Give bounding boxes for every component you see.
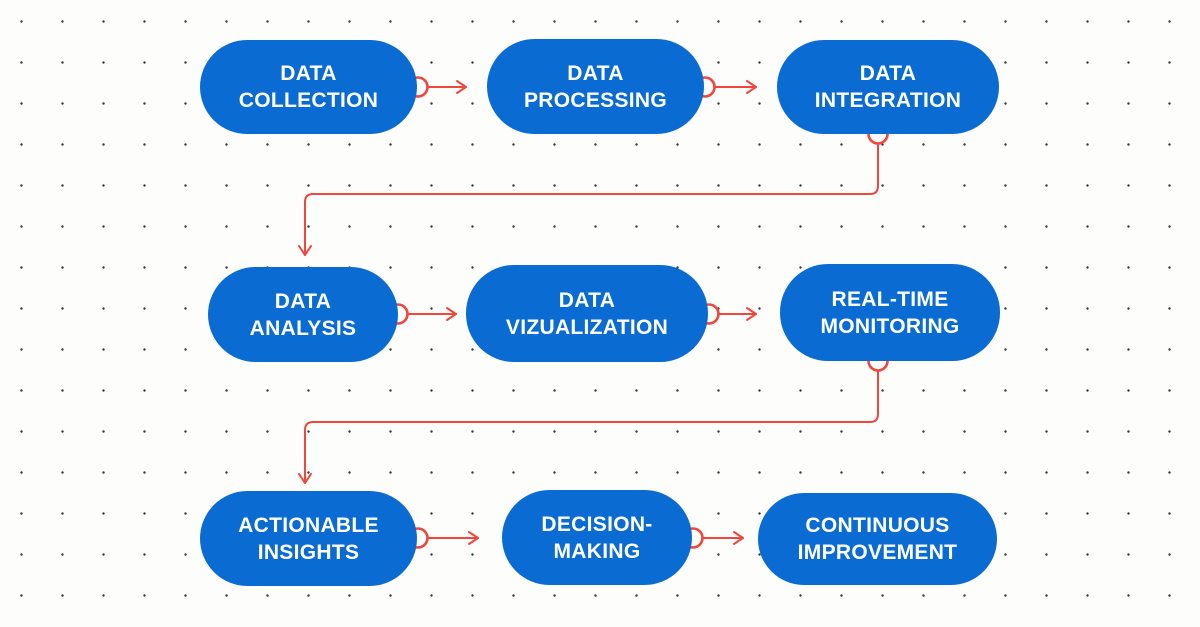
- node-real-time-monitoring: REAL-TIME MONITORING: [780, 264, 1000, 361]
- edge-collection-to-processing: [407, 76, 467, 98]
- arrow-down-icon: [298, 473, 312, 484]
- node-label-line: INTEGRATION: [814, 89, 962, 112]
- arrow-right-icon: [456, 80, 467, 94]
- node-label-line: DECISION-: [541, 512, 653, 536]
- node-label-line: DATA: [280, 62, 337, 85]
- node-label-line: ANALYSIS: [249, 316, 357, 340]
- node-label-line: COLLECTION: [238, 89, 379, 112]
- node-label-line: REAL-TIME: [831, 287, 949, 311]
- node-data-vizualization: DATA VIZUALIZATION: [466, 265, 708, 362]
- arrow-right-icon: [446, 307, 457, 321]
- arrow-right-icon: [733, 531, 744, 545]
- node-label-line: CONTINUOUS: [805, 514, 950, 537]
- node-label-line: DATA: [274, 289, 332, 313]
- edge-insights-to-decision: [407, 527, 479, 549]
- node-data-analysis: DATA ANALYSIS: [208, 267, 398, 362]
- edge-integration-to-analysis: [298, 123, 889, 256]
- arrow-right-icon: [746, 307, 757, 321]
- node-data-collection: DATA COLLECTION: [200, 40, 417, 134]
- node-label-line: MONITORING: [820, 314, 960, 338]
- edge-processing-to-integration: [694, 76, 757, 98]
- node-label-line: MAKING: [553, 539, 641, 563]
- edge-monitoring-to-insights: [298, 350, 889, 484]
- node-label-line: DATA: [567, 61, 624, 85]
- node-data-integration: DATA INTEGRATION: [777, 40, 999, 134]
- node-label-line: PROCESSING: [523, 88, 668, 112]
- arrow-down-icon: [298, 245, 312, 256]
- node-label-line: VIZUALIZATION: [505, 315, 669, 339]
- node-label-line: IMPROVEMENT: [797, 541, 958, 564]
- node-continuous-improvement: CONTINUOUS IMPROVEMENT: [758, 493, 997, 585]
- arrow-right-icon: [468, 531, 479, 545]
- edge-analysis-to-vizualization: [387, 303, 457, 325]
- node-actionable-insights: ACTIONABLE INSIGHTS: [200, 491, 417, 586]
- node-decision-making: DECISION- MAKING: [502, 490, 692, 585]
- node-label-line: DATA: [558, 288, 616, 312]
- node-label-line: INSIGHTS: [257, 540, 360, 564]
- edge-decision-to-improvement: [682, 527, 744, 549]
- node-label-line: DATA: [859, 62, 917, 85]
- node-data-processing: DATA PROCESSING: [487, 39, 704, 134]
- arrow-right-icon: [746, 80, 757, 94]
- node-label-line: ACTIONABLE: [238, 513, 379, 537]
